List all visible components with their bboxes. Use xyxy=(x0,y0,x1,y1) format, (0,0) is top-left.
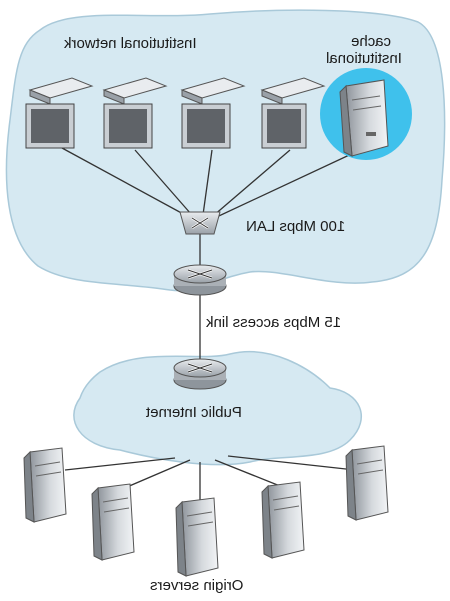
public-internet-label: Public Internet xyxy=(146,404,242,421)
institutional-network-label: Institutional network xyxy=(64,35,197,52)
workstation-icon-3 xyxy=(180,77,246,149)
origin-server-icon-1 xyxy=(23,447,67,523)
origin-links xyxy=(64,455,356,510)
origin-server-icon-4 xyxy=(261,481,305,559)
origin-server-icon-2 xyxy=(91,483,135,561)
institutional-cache-label-line1: Institutional xyxy=(326,50,402,67)
workstation-icon-2 xyxy=(102,77,168,149)
access-link-label: 15 Mbps access link xyxy=(206,314,342,331)
internet-router-icon xyxy=(173,358,227,390)
institutional-cache-label-line2: cache xyxy=(351,33,392,50)
origin-server-icon-3 xyxy=(175,497,219,577)
origin-server-icon-5 xyxy=(345,445,389,521)
lan-label: 100 Mbps LAN xyxy=(246,218,346,235)
workstation-icon-1 xyxy=(25,77,94,149)
lan-switch-icon xyxy=(179,211,221,235)
cache-server-icon xyxy=(339,79,389,157)
origin-servers-label: Origin servers xyxy=(150,577,244,594)
institutional-router-icon xyxy=(173,264,227,296)
public-internet-cloud xyxy=(73,350,362,466)
workstation-icon-4 xyxy=(260,77,326,149)
